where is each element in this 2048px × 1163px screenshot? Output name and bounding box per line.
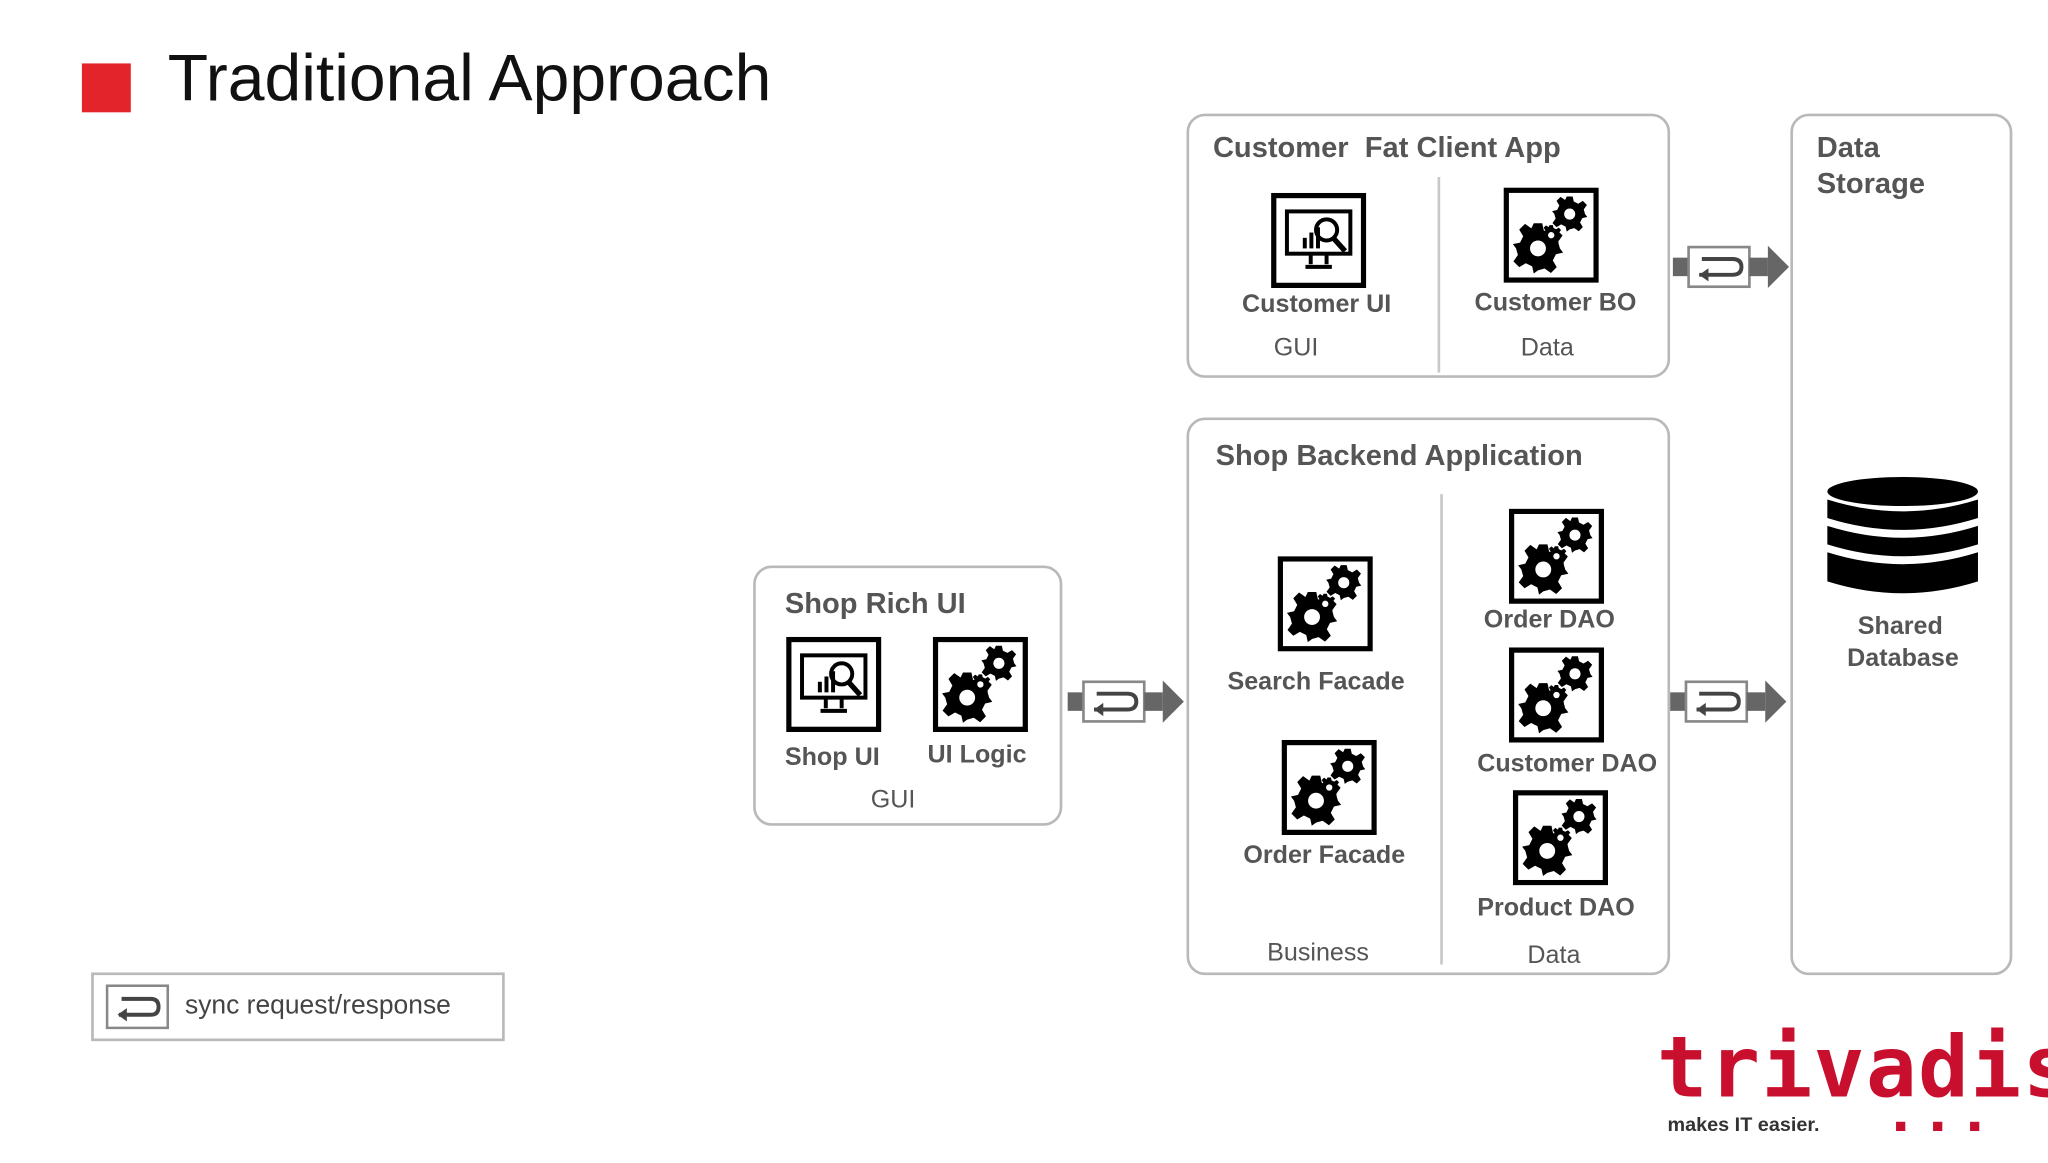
- shop-backend-divider: [1440, 494, 1443, 965]
- product-dao-gears-icon: [1513, 790, 1608, 885]
- logo-dot-1: [1896, 1121, 1906, 1132]
- title-bullet: [81, 63, 131, 113]
- logo-dot-2: [1933, 1121, 1943, 1132]
- shop-backend-title: Shop Backend Application: [1215, 438, 1583, 472]
- fat-client-gui-label: GUI: [1273, 334, 1319, 363]
- ui-logic-gears-icon: [933, 637, 1028, 732]
- order-dao-label: Order DAO: [1483, 606, 1615, 635]
- customer-bo-gears-icon: [1504, 188, 1599, 283]
- order-facade-label: Order Facade: [1243, 841, 1406, 870]
- customer-ui-label: Customer UI: [1242, 290, 1392, 319]
- order-dao-gears-icon: [1509, 509, 1604, 604]
- data-storage-title-line2: Storage: [1816, 166, 1926, 200]
- shop-rich-ui-gui-label: GUI: [870, 786, 916, 814]
- logo-dot-3: [1970, 1121, 1980, 1132]
- ui-logic-label: UI Logic: [927, 741, 1027, 769]
- shared-database-label-line2: Database: [1847, 644, 1959, 673]
- backend-data-label: Data: [1527, 942, 1581, 970]
- customer-bo-label: Customer BO: [1474, 289, 1637, 318]
- customer-dao-gears-icon: [1509, 647, 1604, 742]
- data-storage-title-line1: Data: [1816, 130, 1880, 164]
- sync-arrow-backend-to-storage: [1670, 675, 1789, 728]
- search-facade-gears-icon: [1278, 556, 1373, 651]
- shop-ui-label: Shop UI: [784, 743, 880, 772]
- trivadis-tagline: makes IT easier.: [1667, 1113, 1820, 1137]
- sync-arrow-fat-client-to-storage: [1673, 240, 1792, 293]
- shop-ui-monitor-icon: [786, 637, 881, 732]
- customer-dao-label: Customer DAO: [1477, 750, 1658, 779]
- customer-ui-monitor-icon: [1271, 193, 1366, 288]
- page-title: Traditional Approach: [167, 40, 772, 115]
- fat-client-divider: [1437, 177, 1441, 373]
- shop-rich-ui-title: Shop Rich UI: [784, 586, 966, 620]
- shared-database-label-line1: Shared: [1857, 613, 1943, 641]
- business-label: Business: [1267, 939, 1370, 968]
- trivadis-logo: trivadis: [1656, 1020, 2048, 1118]
- search-facade-label: Search Facade: [1227, 668, 1405, 697]
- fat-client-data-label: Data: [1520, 334, 1574, 363]
- database-icon: [1827, 476, 1978, 594]
- product-dao-label: Product DAO: [1477, 894, 1635, 923]
- customer-fat-client-title: Customer Fat Client App: [1212, 130, 1561, 164]
- sync-request-response-icon: [105, 984, 170, 1030]
- order-facade-gears-icon: [1282, 740, 1377, 835]
- sync-arrow-richui-to-backend: [1068, 675, 1187, 728]
- legend-label: sync request/response: [184, 990, 451, 1021]
